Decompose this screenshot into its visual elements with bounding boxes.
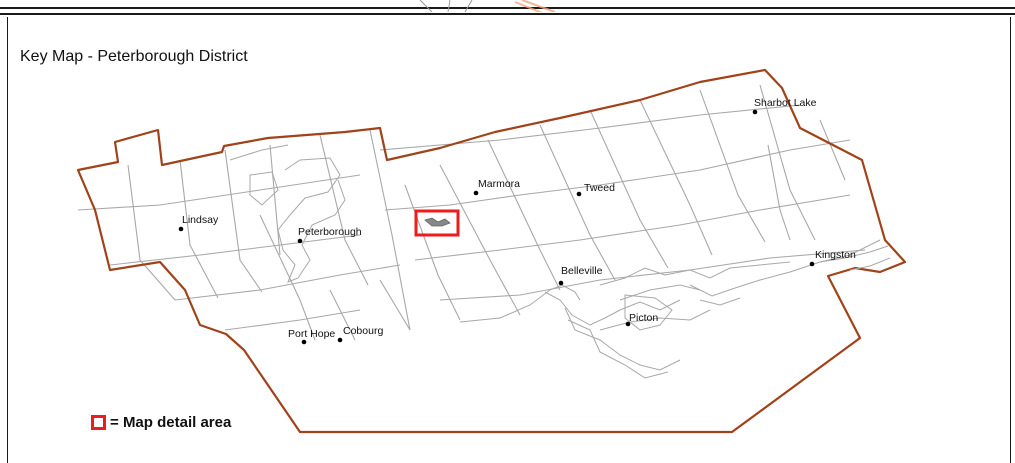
towns: Sharbot Lake Marmora Tweed Lindsay Peter… xyxy=(178,97,856,345)
watermark xyxy=(419,0,556,12)
legend: = Map detail area xyxy=(91,414,231,431)
legend-label: = Map detail area xyxy=(110,414,231,431)
town-label: Port Hope xyxy=(288,328,335,340)
town-picton: Picton xyxy=(625,312,658,327)
legend-text: Map detail area xyxy=(122,414,232,431)
legend-symbol: = xyxy=(110,414,119,431)
town-belleville: Belleville xyxy=(558,265,603,286)
town-cobourg: Cobourg xyxy=(337,325,383,343)
town-label: Belleville xyxy=(561,265,603,277)
town-peterborough: Peterborough xyxy=(297,226,362,244)
town-tweed: Tweed xyxy=(576,182,615,197)
town-label: Marmora xyxy=(478,178,520,190)
town-label: Cobourg xyxy=(343,325,383,337)
map-frame xyxy=(7,17,1011,463)
kingston-shoreline xyxy=(819,245,891,271)
district-boundary xyxy=(76,68,907,434)
top-border-line-inner xyxy=(0,13,1015,15)
town-label: Picton xyxy=(629,312,658,324)
township-boundaries xyxy=(77,84,866,341)
detail-area-swatch xyxy=(91,415,106,430)
town-label: Kingston xyxy=(815,249,856,261)
lakes-peterborough xyxy=(229,144,346,283)
town-sharbot-lake: Sharbot Lake xyxy=(752,97,817,115)
town-label: Tweed xyxy=(584,182,615,194)
town-label: Sharbot Lake xyxy=(754,97,817,109)
town-label: Peterborough xyxy=(298,226,362,238)
town-lindsay: Lindsay xyxy=(178,214,219,232)
top-border-line xyxy=(0,7,1015,9)
town-marmora: Marmora xyxy=(473,178,520,196)
map-title: Key Map - Peterborough District xyxy=(20,48,248,65)
town-kingston: Kingston xyxy=(809,249,856,267)
shoreline xyxy=(459,239,881,379)
map-detail-area xyxy=(414,209,460,237)
town-label: Lindsay xyxy=(182,214,219,226)
town-port-hope: Port Hope xyxy=(288,328,335,345)
